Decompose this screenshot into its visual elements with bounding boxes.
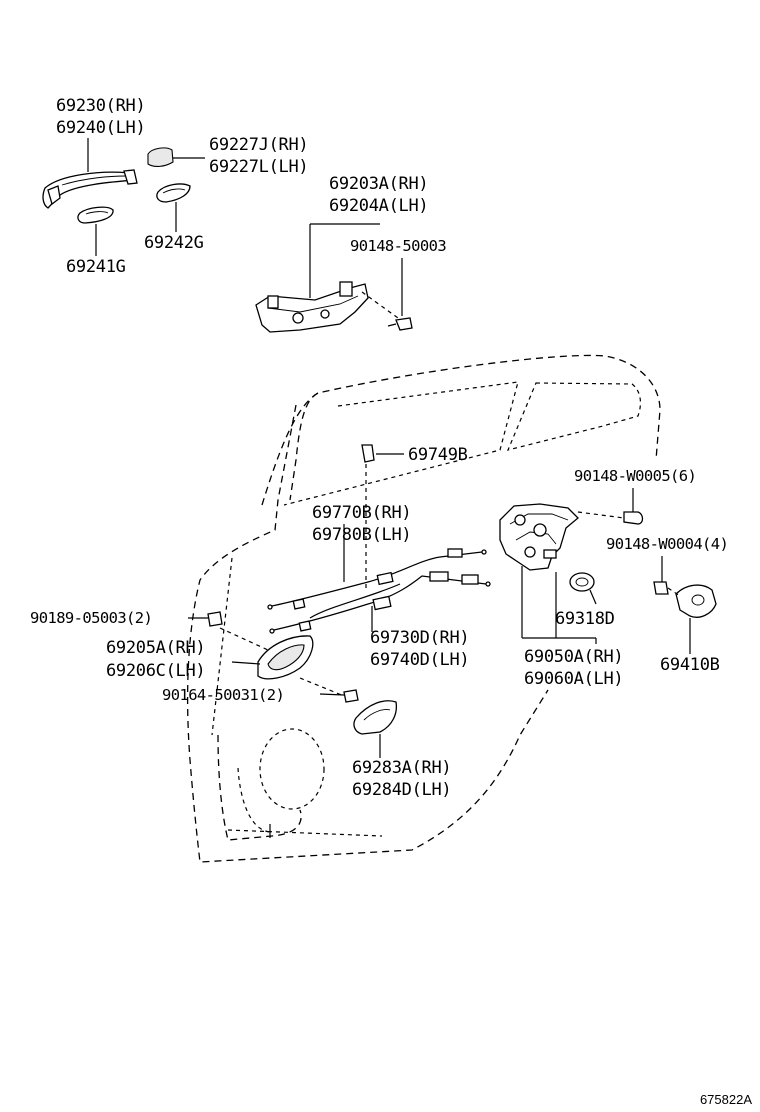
label-lock-assy-rh: 69050A(RH) (524, 647, 623, 667)
label-cable-lower-lh: 69740D(LH) (370, 650, 469, 670)
label-pad-f: 69241G (66, 257, 126, 277)
label-frame-lh: 69204A(LH) (329, 196, 428, 216)
label-cable-upper-lh: 69780B(LH) (312, 525, 411, 545)
handle-cap-part (147, 147, 205, 167)
grommet-part (569, 572, 597, 605)
label-screw-left: 90189-05003(2) (30, 609, 152, 627)
diagram-reference-code: 675822A (700, 1092, 752, 1107)
label-outside-handle-lh: 69240(LH) (56, 118, 145, 138)
label-bezel-rh: 69283A(RH) (352, 758, 451, 778)
label-lock-screw: 90148-W0005(6) (574, 467, 696, 485)
label-inside-handle-lh: 69206C(LH) (106, 661, 205, 681)
label-cable-upper-rh: 69770B(RH) (312, 503, 411, 523)
frame-bolt-part (387, 317, 413, 331)
label-striker: 69410B (660, 655, 720, 675)
bezel-part (353, 700, 398, 758)
label-inside-handle-rh: 69205A(RH) (106, 638, 205, 658)
label-handle-cap-lh: 69227L(LH) (209, 157, 308, 177)
label-screw-lower: 90164-50031(2) (162, 686, 284, 704)
label-striker-screw: 90148-W0004(4) (606, 535, 728, 553)
label-pad-g: 69242G (144, 233, 204, 253)
label-frame-rh: 69203A(RH) (329, 174, 428, 194)
label-frame-bolt: 90148-50003 (350, 237, 446, 255)
striker-part (675, 584, 717, 654)
part-labels: 69230(RH) 69240(LH) 69227J(RH) 69227L(LH… (30, 96, 752, 1107)
label-grommet: 69318D (555, 609, 615, 629)
outside-handle-part (42, 138, 138, 209)
screw-lower-part (299, 677, 359, 703)
striker-screw-part (653, 556, 681, 597)
label-outside-handle-rh: 69230(RH) (56, 96, 145, 116)
lock-rod-part (361, 444, 404, 590)
label-bezel-lh: 69284D(LH) (352, 780, 451, 800)
pad-69242g (156, 183, 191, 232)
door-lock-assembly-part (499, 503, 625, 644)
handle-frame-part (255, 223, 403, 333)
screw-left-part (188, 611, 223, 627)
label-lock-rod: 69749B (408, 445, 468, 465)
inside-handle-part (219, 627, 314, 680)
lock-screw-part (623, 488, 644, 525)
release-cables (267, 524, 491, 634)
label-handle-cap-rh: 69227J(RH) (209, 135, 308, 155)
label-lock-assy-lh: 69060A(LH) (524, 669, 623, 689)
pad-69241g (77, 206, 114, 256)
door-panel-outline (186, 354, 661, 863)
label-cable-lower-rh: 69730D(RH) (370, 628, 469, 648)
